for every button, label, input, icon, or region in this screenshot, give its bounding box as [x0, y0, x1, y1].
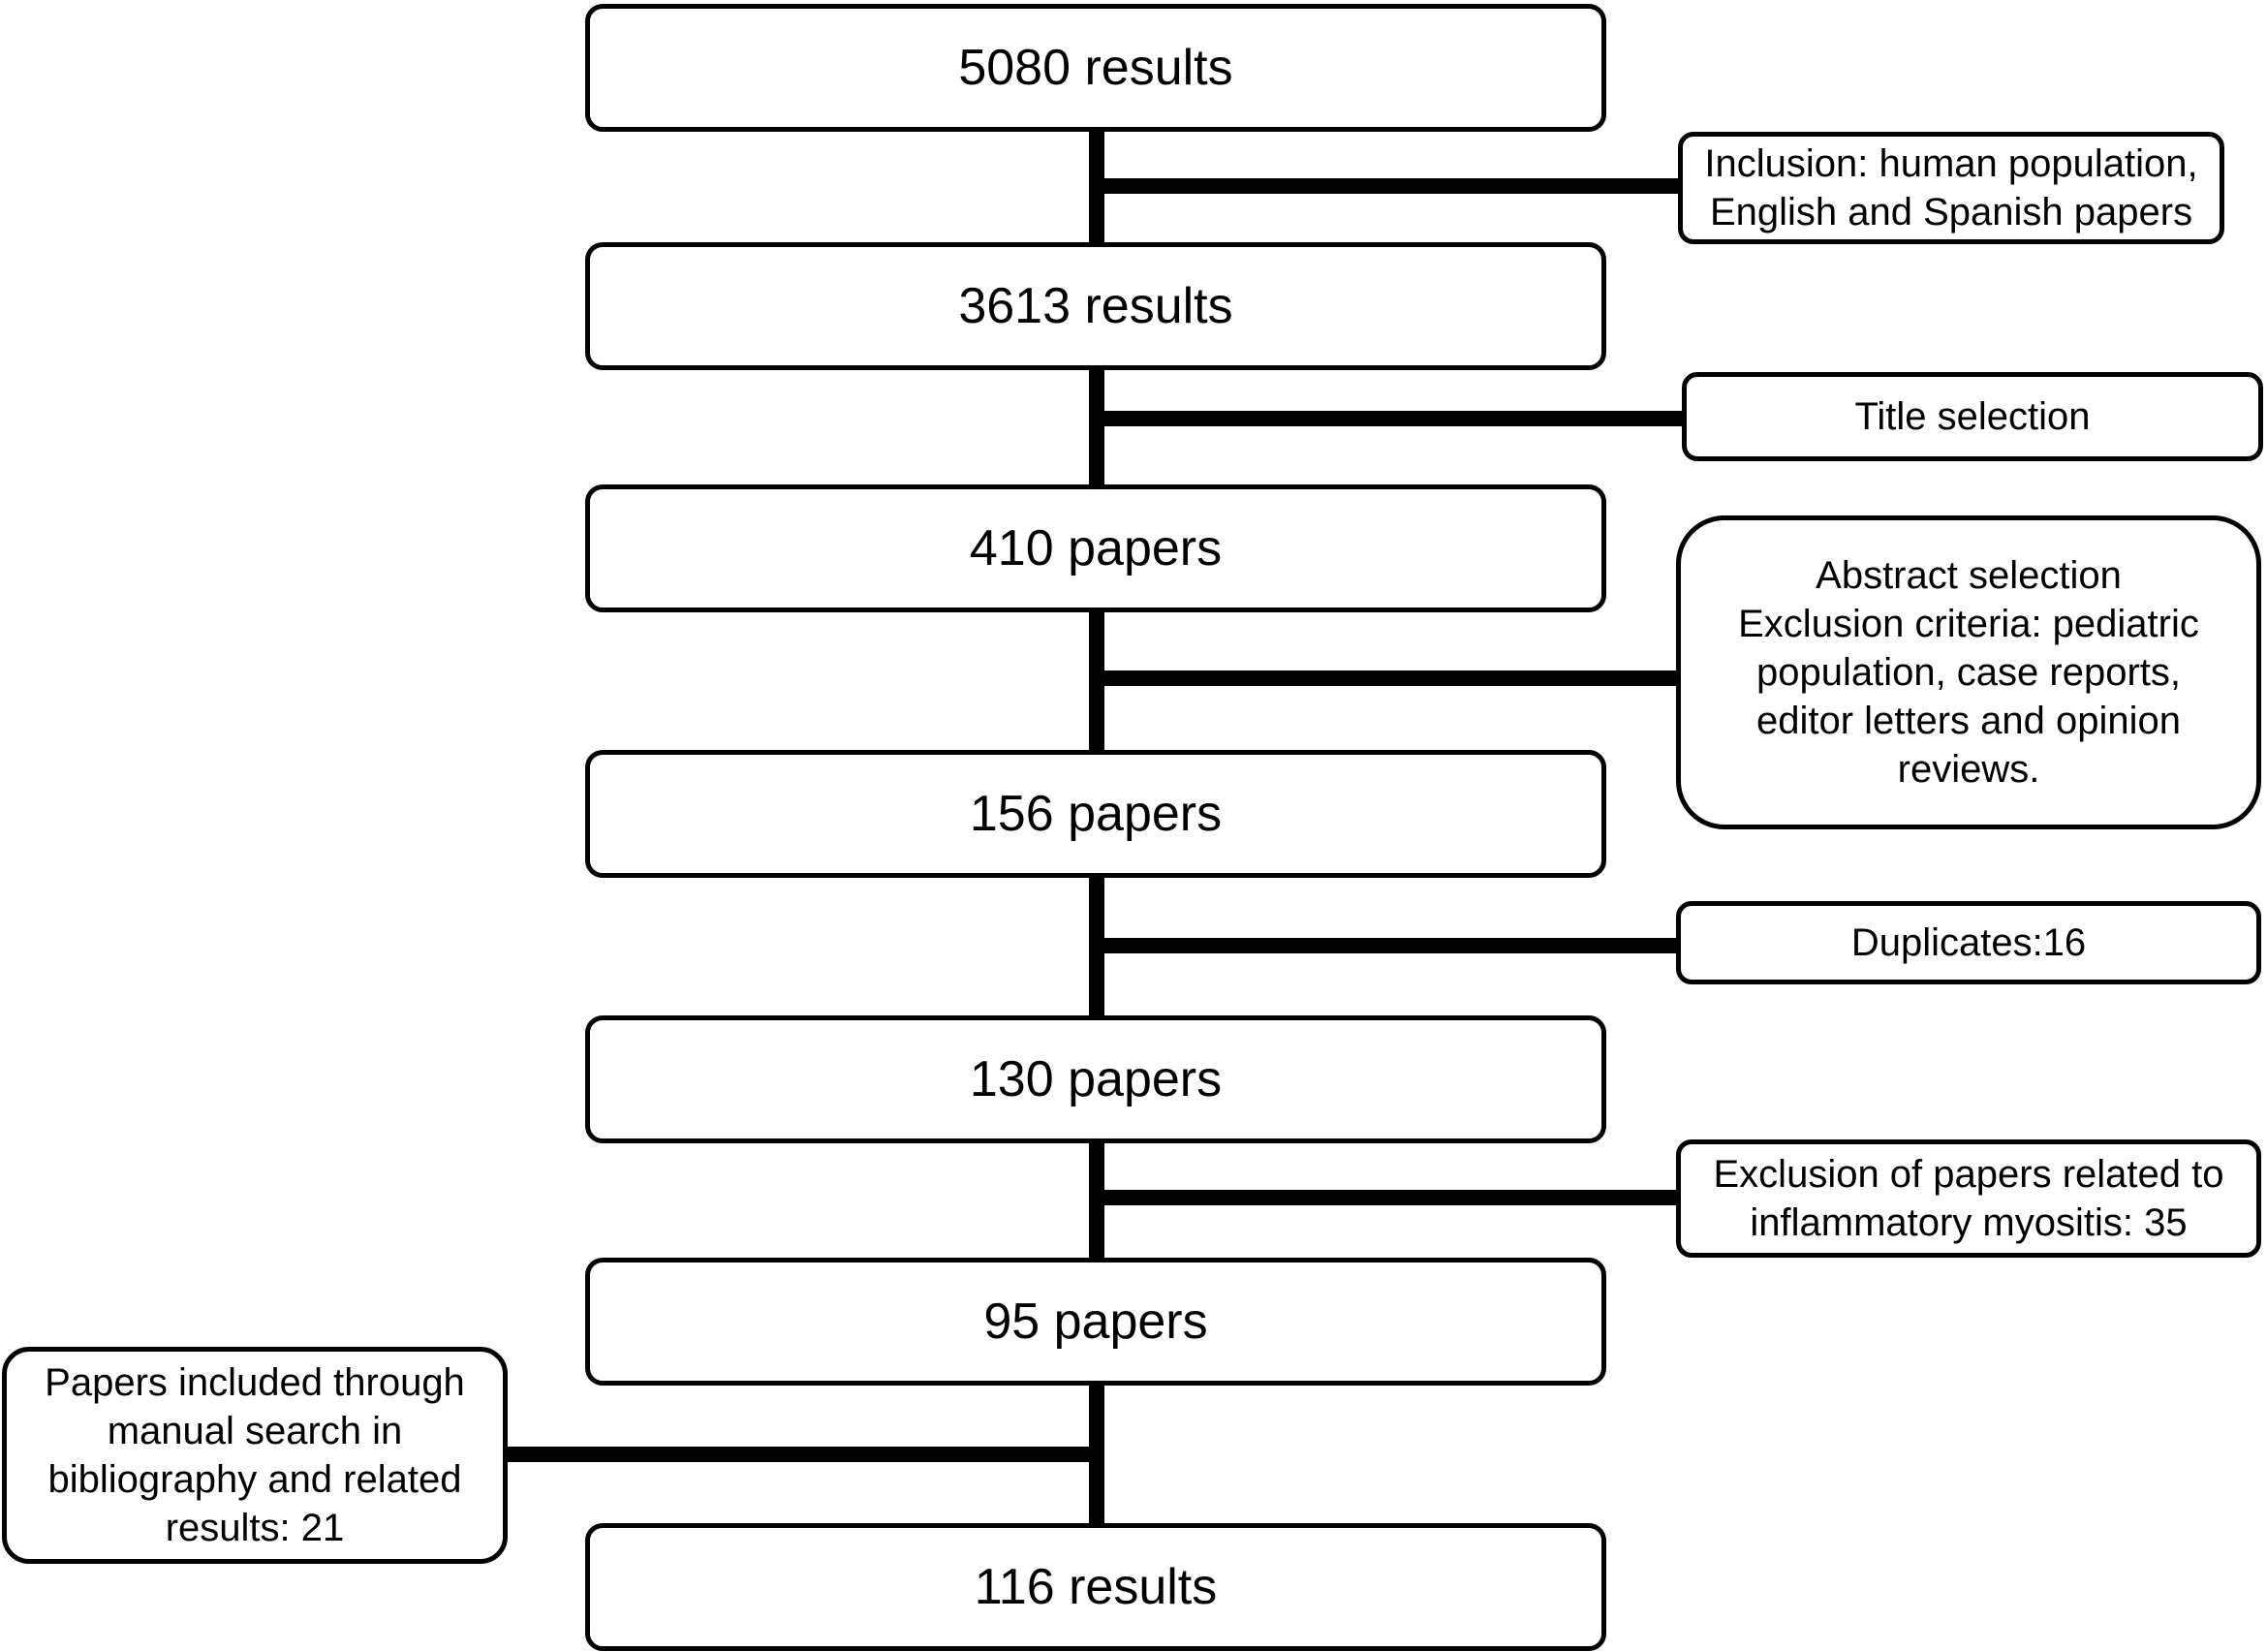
filter-line: Abstract selection	[1816, 554, 2122, 597]
stage-box-95: 95 papers	[585, 1258, 1606, 1386]
stage-box-156: 156 papers	[585, 750, 1606, 878]
filter-text: Inclusion: human population, English and…	[1704, 140, 2197, 236]
filter-text: Papers included through manual search in…	[45, 1358, 465, 1552]
stage-box-5080: 5080 results	[585, 4, 1606, 132]
filter-text: Title selection	[1854, 392, 2090, 441]
filter-line: manual search in	[107, 1410, 403, 1452]
filter-line: results: 21	[165, 1507, 345, 1549]
filter-text: Abstract selection Exclusion criteria: p…	[1738, 551, 2199, 794]
filter-line: Duplicates:16	[1850, 921, 2087, 964]
filter-line: population, case reports,	[1755, 651, 2182, 694]
stage-label: 130 papers	[969, 1051, 1223, 1107]
stage-label: 5080 results	[958, 40, 1233, 96]
stage-label: 116 results	[974, 1559, 1218, 1615]
filter-box-manual-search: Papers included through manual search in…	[2, 1347, 508, 1564]
filter-box-abstract-selection: Abstract selection Exclusion criteria: p…	[1676, 515, 2261, 829]
stage-box-130: 130 papers	[585, 1015, 1606, 1143]
filter-line: inflammatory myositis: 35	[1750, 1201, 2188, 1244]
filter-line: Papers included through	[45, 1361, 465, 1404]
stage-label: 3613 results	[958, 278, 1233, 334]
stage-label: 410 papers	[969, 520, 1223, 577]
stage-box-410: 410 papers	[585, 484, 1606, 612]
stage-box-116: 116 results	[585, 1523, 1606, 1651]
stage-box-3613: 3613 results	[585, 242, 1606, 370]
filter-box-myositis-exclusion: Exclusion of papers related to inflammat…	[1676, 1139, 2261, 1258]
filter-line: Exclusion of papers related to	[1713, 1153, 2224, 1196]
stage-label: 156 papers	[969, 786, 1223, 842]
filter-line: Exclusion criteria: pediatric	[1738, 603, 2199, 645]
filter-line: Inclusion: human population,	[1704, 142, 2198, 185]
filter-line: Title selection	[1854, 395, 2091, 438]
filter-text: Exclusion of papers related to inflammat…	[1714, 1150, 2224, 1247]
filter-box-title-selection: Title selection	[1682, 372, 2263, 461]
filter-line: bibliography and related	[47, 1458, 462, 1501]
stage-label: 95 papers	[983, 1294, 1208, 1350]
filter-line: reviews.	[1897, 748, 2040, 791]
filter-line: editor letters and opinion	[1755, 700, 2182, 742]
filter-box-inclusion: Inclusion: human population, English and…	[1678, 132, 2224, 244]
filter-text: Duplicates:16	[1851, 919, 2086, 967]
filter-line: English and Spanish papers	[1709, 191, 2193, 234]
filter-box-duplicates: Duplicates:16	[1676, 901, 2261, 984]
